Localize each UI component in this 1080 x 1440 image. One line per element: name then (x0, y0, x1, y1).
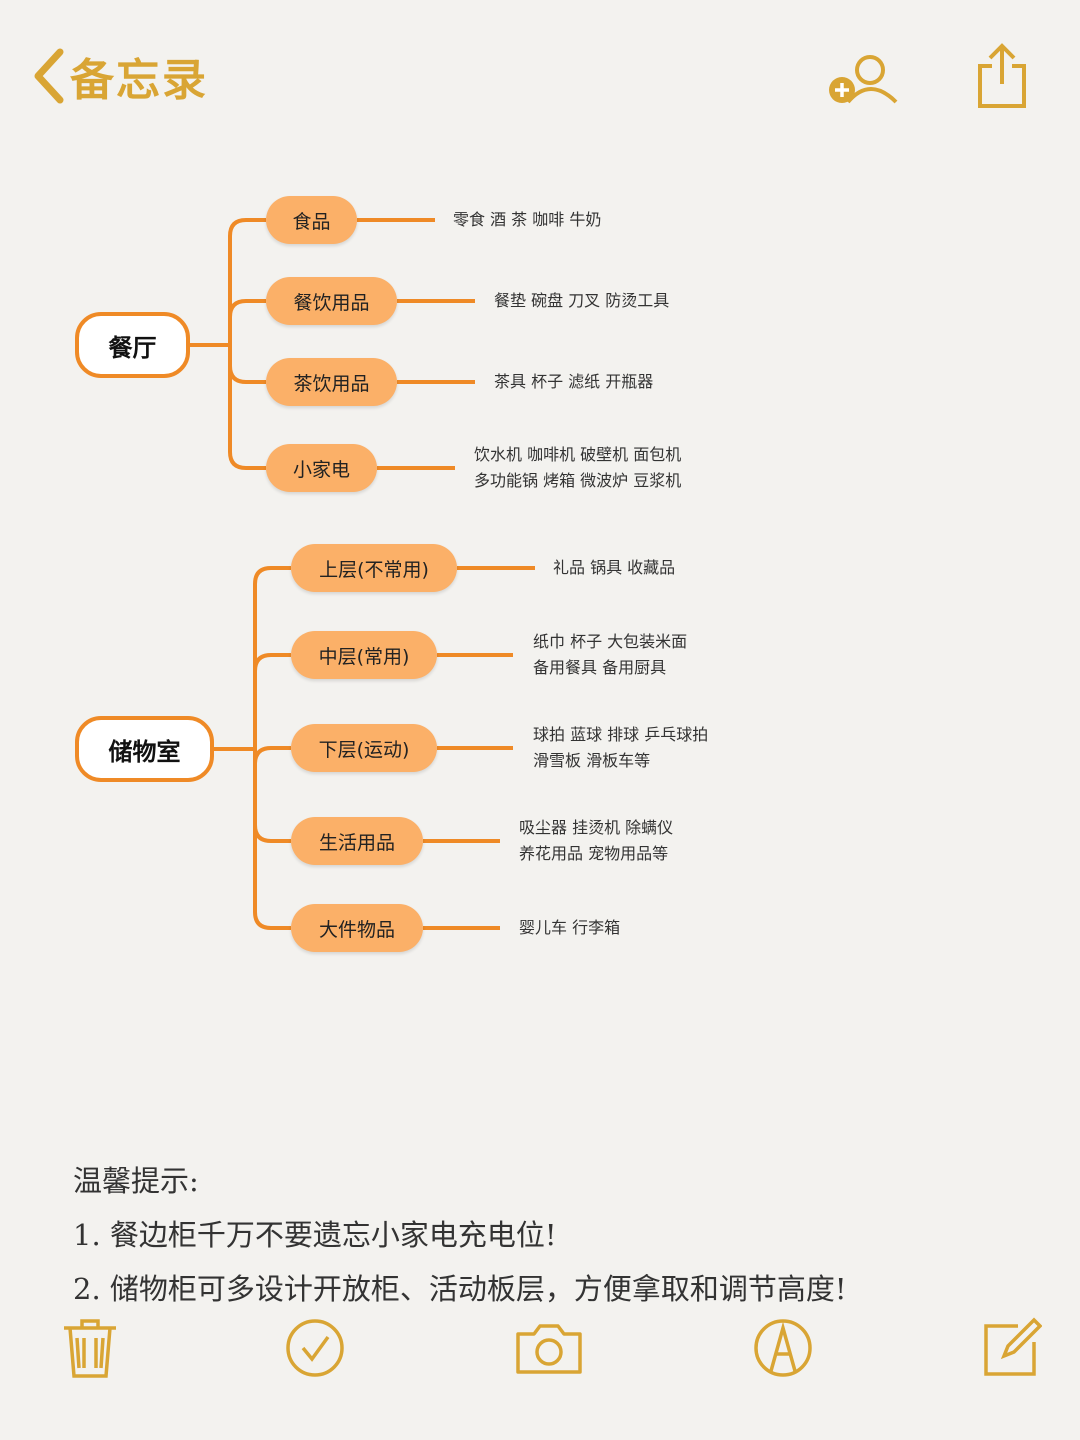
leaf-text: 纸巾 杯子 大包装米面 (533, 632, 688, 651)
leaf-text: 茶具 杯子 滤纸 开瓶器 (494, 372, 654, 391)
branch-connector (228, 218, 266, 345)
notes-title: 温馨提示: (73, 1164, 199, 1198)
branch-connector (253, 746, 291, 765)
markup-icon[interactable] (751, 1316, 815, 1380)
branch-node[interactable]: 小家电 (266, 444, 377, 492)
chevron-left-icon (34, 48, 64, 104)
leaf-text: 礼品 锅具 收藏品 (553, 558, 676, 577)
compose-icon[interactable] (978, 1316, 1042, 1380)
branch-connector (228, 345, 266, 384)
leaf-text: 婴儿车 行李箱 (519, 918, 621, 937)
branch-connector (228, 345, 266, 470)
leaf-text: 备用餐具 备用厨具 (533, 658, 667, 677)
branch-node[interactable]: 生活用品 (291, 817, 423, 865)
mindmap-root[interactable]: 储物室 (75, 716, 214, 782)
share-icon[interactable] (974, 40, 1030, 110)
branch-node[interactable]: 上层(不常用) (291, 544, 457, 592)
branch-node[interactable]: 下层(运动) (291, 724, 437, 772)
branch-node[interactable]: 食品 (266, 196, 357, 244)
leaf-text: 吸尘器 挂烫机 除螨仪 (519, 818, 674, 837)
back-button[interactable]: 备忘录 (30, 44, 208, 108)
back-label: 备忘录 (70, 55, 208, 106)
camera-icon[interactable] (514, 1316, 584, 1380)
leaf-text: 滑雪板 滑板车等 (533, 751, 651, 770)
branch-node[interactable]: 茶饮用品 (266, 358, 397, 406)
add-person-icon[interactable] (826, 46, 902, 108)
trash-icon[interactable] (58, 1316, 122, 1380)
mindmap-root[interactable]: 餐厅 (75, 312, 190, 378)
branch-connector (253, 749, 291, 843)
branch-node[interactable]: 中层(常用) (291, 631, 437, 679)
leaf-text: 餐垫 碗盘 刀叉 防烫工具 (494, 291, 670, 310)
leaf-text: 球拍 蓝球 排球 乒乓球拍 (533, 725, 709, 744)
leaf-text: 饮水机 咖啡机 破壁机 面包机 (474, 445, 682, 464)
leaf-text: 多功能锅 烤箱 微波炉 豆浆机 (474, 471, 682, 490)
branch-node[interactable]: 餐饮用品 (266, 277, 397, 325)
note-line-2: 2. 储物柜可多设计开放柜、活动板层，方便拿取和调节高度! (73, 1272, 847, 1306)
checklist-icon[interactable] (283, 1316, 347, 1380)
leaf-text: 零食 酒 茶 咖啡 牛奶 (453, 210, 602, 229)
branch-connector (253, 566, 291, 749)
note-line-1: 1. 餐边柜千万不要遗忘小家电充电位! (73, 1218, 557, 1252)
leaf-text: 养花用品 宠物用品等 (519, 844, 669, 863)
mindmap-connectors (190, 218, 535, 930)
branch-connector (253, 749, 291, 930)
branch-connector (228, 299, 266, 345)
branch-connector (253, 653, 291, 749)
branch-node[interactable]: 大件物品 (291, 904, 423, 952)
